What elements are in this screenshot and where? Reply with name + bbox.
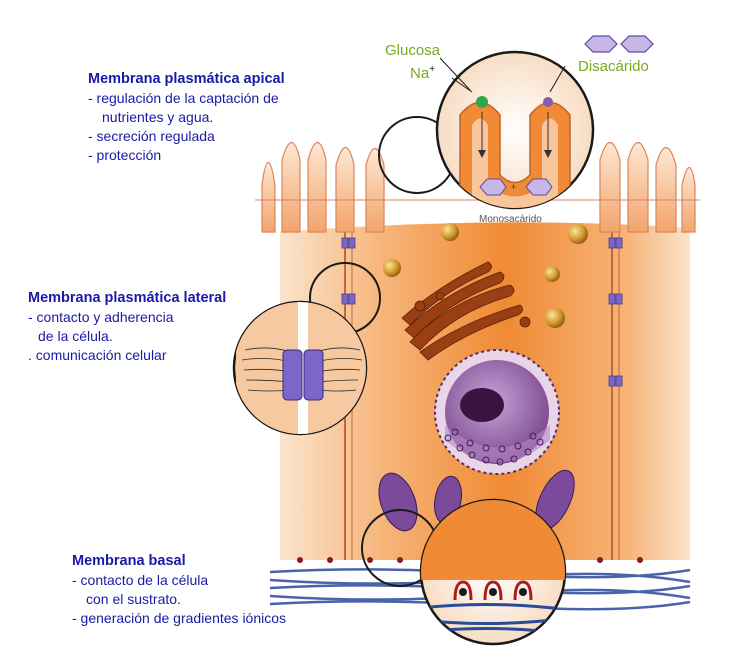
lateral-item-2: de la célula. <box>38 328 113 344</box>
lateral-membrane-label: Membrana plasmática lateral - contacto y… <box>28 289 226 365</box>
sodium-label: Na <box>410 65 430 82</box>
apical-item-3: - secreción regulada <box>88 128 215 144</box>
sodium-callout: Na+ <box>410 64 435 82</box>
lateral-zoom-circle <box>232 262 381 436</box>
lateral-item-3: . comunicación celular <box>28 347 167 363</box>
nucleus <box>434 349 560 475</box>
basal-item-2: con el sustrato. <box>86 591 181 607</box>
apical-item-2: nutrientes y agua. <box>102 109 214 125</box>
lateral-item-1: - contacto y adherencia <box>28 309 174 325</box>
basal-title: Membrana basal <box>72 553 186 569</box>
lateral-title: Membrana plasmática lateral <box>28 290 227 306</box>
apical-membrane-label: Membrana plasmática apical - regulación … <box>88 70 285 165</box>
disaccharide-molecule <box>584 35 654 53</box>
basal-item-3: - generación de gradientes iónicos <box>72 610 287 626</box>
disaccharide-callout: Disacárido <box>578 58 649 75</box>
microvilli <box>261 141 696 233</box>
sodium-charge: + <box>429 64 436 75</box>
glucose-callout: Glucosa <box>385 42 441 59</box>
rough-er-dots <box>444 428 544 466</box>
golgi-apparatus <box>401 261 531 361</box>
secretory-vesicles <box>383 223 588 328</box>
svg-text:+: + <box>511 182 516 192</box>
callout-lines <box>439 57 566 93</box>
junction-proteins <box>341 237 623 387</box>
monosaccharide-callout: Monosacárido <box>479 214 542 225</box>
apical-title: Membrana plasmática apical <box>88 71 285 87</box>
basal-item-1: - contacto de la célula <box>72 572 209 588</box>
apical-item-4: - protección <box>88 147 162 163</box>
basal-membrane-label: Membrana basal - contacto de la célula c… <box>72 552 286 628</box>
apical-item-1: - regulación de la captación de <box>88 90 279 106</box>
apical-zoom-circle: + <box>378 50 595 210</box>
